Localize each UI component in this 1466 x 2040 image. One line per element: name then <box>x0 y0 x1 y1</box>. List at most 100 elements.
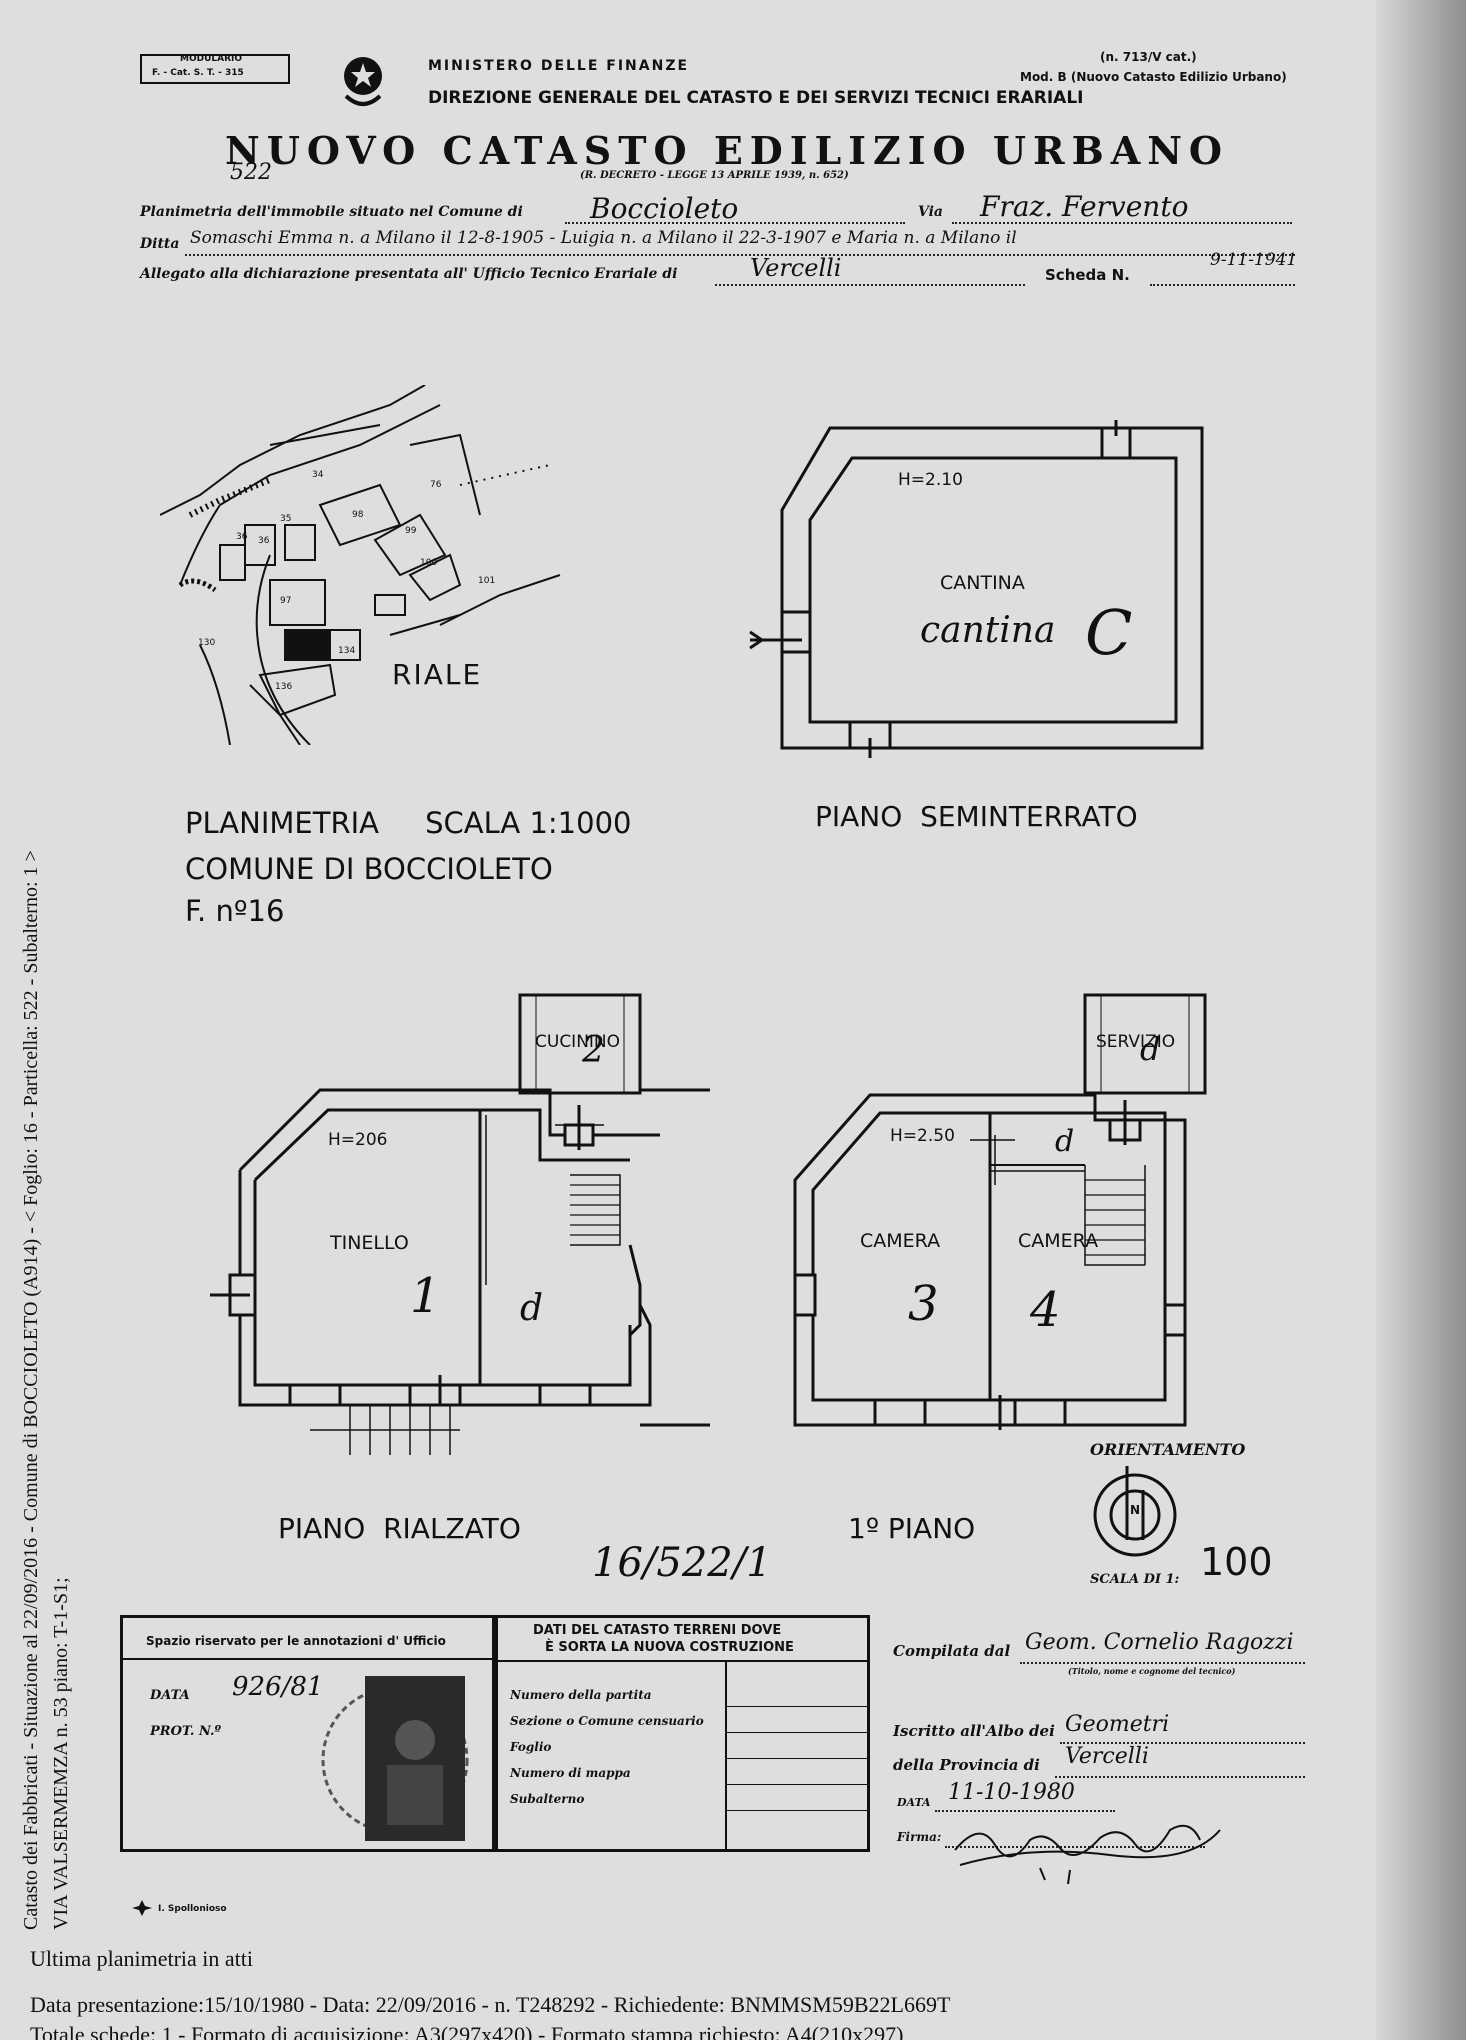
terreni-row-subalterno: Subalterno <box>510 1792 585 1806</box>
handwritten-number: 522 <box>230 160 272 185</box>
via-line <box>952 222 1292 224</box>
primo-label: 1º PIANO <box>848 1512 976 1545</box>
iscritto-line <box>1060 1742 1305 1744</box>
footer-line-2: Data presentazione:15/10/1980 - Data: 22… <box>30 1992 951 2017</box>
scheda-line <box>1150 284 1295 286</box>
paper-edge-shadow <box>1376 0 1466 2040</box>
compilata-sub-note: (Titolo, nome e cognome del tecnico) <box>1068 1666 1236 1676</box>
model-label: Mod. B (Nuovo Catasto Edilizio Urbano) <box>1020 70 1287 84</box>
ditta-value: Somaschi Emma n. a Milano il 12-8-1905 -… <box>190 228 1017 248</box>
ministry-name: MINISTERO DELLE FINANZE <box>428 58 690 74</box>
compilata-value: Geom. Cornelio Ragozzi <box>1025 1630 1294 1655</box>
terreni-box-divider <box>495 1660 870 1662</box>
site-plan-parcel-34: 34 <box>312 470 324 480</box>
rialzato-room1: TINELLO <box>330 1232 409 1254</box>
seminterrato-height: H=2.10 <box>898 470 963 490</box>
seminterrato-room-hw: cantina <box>920 610 1056 651</box>
footer-line-3: Totale schede: 1 - Formato di acquisizio… <box>30 2022 904 2040</box>
primo-room2-num: 4 <box>1030 1282 1061 1338</box>
rialzato-room2-num: 2 <box>582 1030 605 1071</box>
allegato-label: Allegato alla dichiarazione presentata a… <box>140 266 678 282</box>
rialzato-label: PIANO RIALZATO <box>278 1512 521 1545</box>
iscritto-value: Geometri <box>1065 1712 1170 1737</box>
ditta-label: Ditta <box>140 236 180 252</box>
terreni-row-mappa: Numero di mappa <box>510 1766 631 1780</box>
primo-room1: CAMERA <box>860 1230 941 1252</box>
terreni-heading-2: È SORTA LA NUOVA COSTRUZIONE <box>545 1640 794 1655</box>
footer-line-1: Ultima planimetria in atti <box>30 1946 253 1971</box>
rialzato-room2: CUCININO <box>535 1032 621 1052</box>
direction-name: DIREZIONE GENERALE DEL CATASTO E DEI SER… <box>428 88 1084 108</box>
primo-room2: CAMERA <box>1018 1230 1099 1252</box>
ref-number: (n. 713/V cat.) <box>1100 50 1197 64</box>
site-plan-parcel-35: 35 <box>280 514 292 524</box>
site-plan-parcel-97: 97 <box>280 596 292 606</box>
office-box-heading: Spazio riservato per le annotazioni d' U… <box>146 1634 446 1648</box>
site-plan-parcel-99: 99 <box>405 526 417 536</box>
primo-room1-num: 3 <box>908 1276 939 1332</box>
printer-mark: I. Spollonioso <box>158 1904 227 1914</box>
rialzato-disimpegno: d <box>520 1288 544 1329</box>
terreni-row-foglio: Foglio <box>510 1740 552 1754</box>
scheda-label: Scheda N. <box>1045 266 1130 284</box>
ufficio-line <box>715 284 1025 286</box>
primo-disimpegno: d <box>1055 1124 1075 1159</box>
compiler-data-value: 11-10-1980 <box>948 1780 1075 1805</box>
official-stamp <box>321 1676 469 1841</box>
signature <box>954 1824 1221 1885</box>
seminterrato-room: CANTINA <box>940 572 1025 594</box>
terreni-row-line-3 <box>725 1758 870 1759</box>
office-data-label: DATA <box>150 1688 190 1703</box>
primo-height: H=2.50 <box>890 1126 955 1146</box>
provincia-value: Vercelli <box>1065 1744 1149 1769</box>
scheda-date: 9-11-1941 <box>1210 250 1298 270</box>
site-plan-parcel-36b: 36 <box>258 536 270 546</box>
decree-reference: (R. DECRETO - LEGGE 13 APRILE 1939, n. 6… <box>580 170 849 181</box>
site-plan-map <box>160 385 561 745</box>
primo-piano-floorplan <box>793 993 1207 1430</box>
site-plan-parcel-76: 76 <box>430 480 442 490</box>
office-annotation-box <box>120 1615 495 1852</box>
republic-emblem-icon <box>344 57 382 106</box>
site-plan-caption-3: F. nº16 <box>185 894 285 928</box>
compiler-data-line <box>935 1810 1115 1812</box>
printer-logo-icon <box>132 1900 152 1916</box>
site-plan-parcel-36a: 36 <box>236 532 248 542</box>
terreni-heading-1: DATI DEL CATASTO TERRENI DOVE <box>533 1623 782 1638</box>
terreni-row-line-4 <box>725 1784 870 1785</box>
via-value: Fraz. Fervento <box>980 190 1189 223</box>
via-label: Via <box>918 204 944 220</box>
orientation-label: ORIENTAMENTO <box>1090 1440 1246 1459</box>
office-data-value: 926/81 <box>232 1672 324 1702</box>
office-prot-label: PROT. N.º <box>150 1724 222 1739</box>
scale-value: 100 <box>1200 1540 1273 1584</box>
terreni-row-line-1 <box>725 1706 870 1707</box>
form-code-box <box>140 54 290 84</box>
site-plan-parcel-101: 101 <box>478 576 496 586</box>
scale-label: SCALA DI 1: <box>1090 1572 1180 1587</box>
form-code: F. - Cat. S. T. - 315 <box>152 68 244 78</box>
comune-value: Boccioleto <box>590 192 739 225</box>
ditta-line <box>185 254 1295 256</box>
provincia-line <box>1055 1776 1305 1778</box>
firma-line <box>945 1846 1205 1848</box>
terreni-data-box <box>495 1615 870 1852</box>
terreni-row-sezione: Sezione o Comune censuario <box>510 1714 704 1728</box>
terreni-box-column <box>725 1660 727 1852</box>
compass-north: N <box>1130 1503 1141 1517</box>
primo-room3-mark: d <box>1140 1030 1161 1068</box>
seminterrato-room-letter: C <box>1085 596 1133 669</box>
compilata-line <box>1020 1662 1305 1664</box>
form-box-label: MODULARIO <box>180 54 243 64</box>
rialzato-room1-num: 1 <box>410 1268 441 1324</box>
site-plan-parcel-98: 98 <box>352 510 364 520</box>
compilata-label: Compilata dal <box>893 1642 1011 1660</box>
planimetria-label: Planimetria dell'immobile situato nel Co… <box>140 204 523 220</box>
provincia-label: della Provincia di <box>893 1756 1040 1774</box>
site-plan-parcel-100: 100 <box>420 558 438 568</box>
office-box-divider <box>120 1658 495 1660</box>
reference-handwritten: 16/522/1 <box>592 1540 772 1586</box>
document-title: NUOVO CATASTO EDILIZIO URBANO <box>225 128 1230 173</box>
site-plan-parcel-134: 134 <box>338 646 356 656</box>
